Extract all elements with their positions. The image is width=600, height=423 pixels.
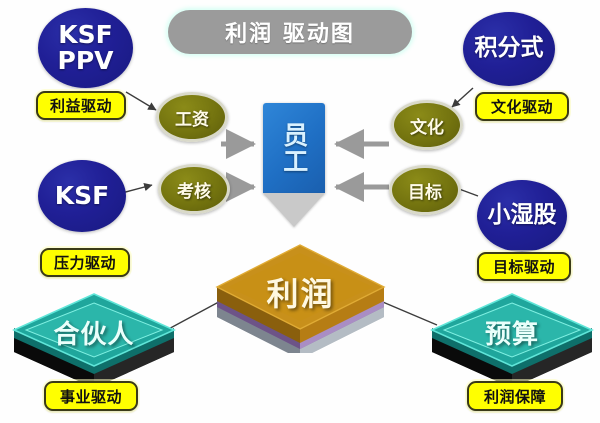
arrow-ksfppv-to-gongzi [125,91,157,111]
node-mubiao[interactable]: 目标 [389,165,461,215]
hehuoren-block-shape [12,293,176,388]
driver-label-yali-text: 压力驱动 [53,254,116,272]
driver-label-mubiao: 目标驱动 [477,252,571,281]
node-ksf-text: KSF [54,181,110,210]
node-kaohe[interactable]: 考核 [158,164,230,214]
driver-label-shiye: 事业驱动 [44,381,138,411]
node-jifenshi-text: 积分式 [474,35,544,62]
node-lirun[interactable]: 利润 [213,243,388,359]
node-yuangong-body: 员工 [263,103,325,193]
node-wenhua-text: 文化 [410,117,444,138]
driver-label-liyi-text: 利益驱动 [49,97,112,115]
driver-label-wenhua: 文化驱动 [475,92,569,121]
driver-label-shiye-text: 事业驱动 [59,387,122,406]
node-yusuan[interactable]: 预算 [428,292,596,388]
lirun-block-shape [215,244,386,359]
node-ksf-ppv-line1: KSF [58,20,113,49]
driver-label-lirun-baozhang: 利润保障 [467,381,563,411]
node-ksf-ppv-line2: PPV [57,46,114,75]
arrow-jifenshi-to-wenhua [451,87,474,108]
driver-label-mubiao-text: 目标驱动 [492,258,555,276]
node-mubiao-text: 目标 [408,182,442,203]
page-title-text: 利润 驱动图 [225,22,355,47]
driver-label-liyi: 利益驱动 [36,91,126,120]
yusuan-block-shape [430,293,594,388]
node-hehuoren[interactable]: 合伙人 [10,292,178,388]
node-jifenshi[interactable]: 积分式 [463,12,555,86]
node-xiaoshigu[interactable]: 小湿股 [477,180,567,252]
node-ksf-ppv[interactable]: KSF PPV [38,8,133,88]
node-yuangong-text: 员工 [279,122,309,174]
node-yuangong[interactable]: 员工 [263,103,325,227]
shield-point-icon [263,193,325,227]
node-gongzi[interactable]: 工资 [156,92,228,142]
page-title: 利润 驱动图 [168,10,412,54]
node-ksf[interactable]: KSF [38,160,126,232]
driver-label-wenhua-text: 文化驱动 [490,98,553,116]
driver-label-yali: 压力驱动 [40,248,130,277]
node-wenhua[interactable]: 文化 [391,100,463,150]
node-xiaoshigu-text: 小湿股 [487,202,557,229]
driver-label-lirun-baozhang-text: 利润保障 [483,387,546,406]
node-kaohe-text: 考核 [177,181,211,202]
node-gongzi-text: 工资 [175,109,209,130]
